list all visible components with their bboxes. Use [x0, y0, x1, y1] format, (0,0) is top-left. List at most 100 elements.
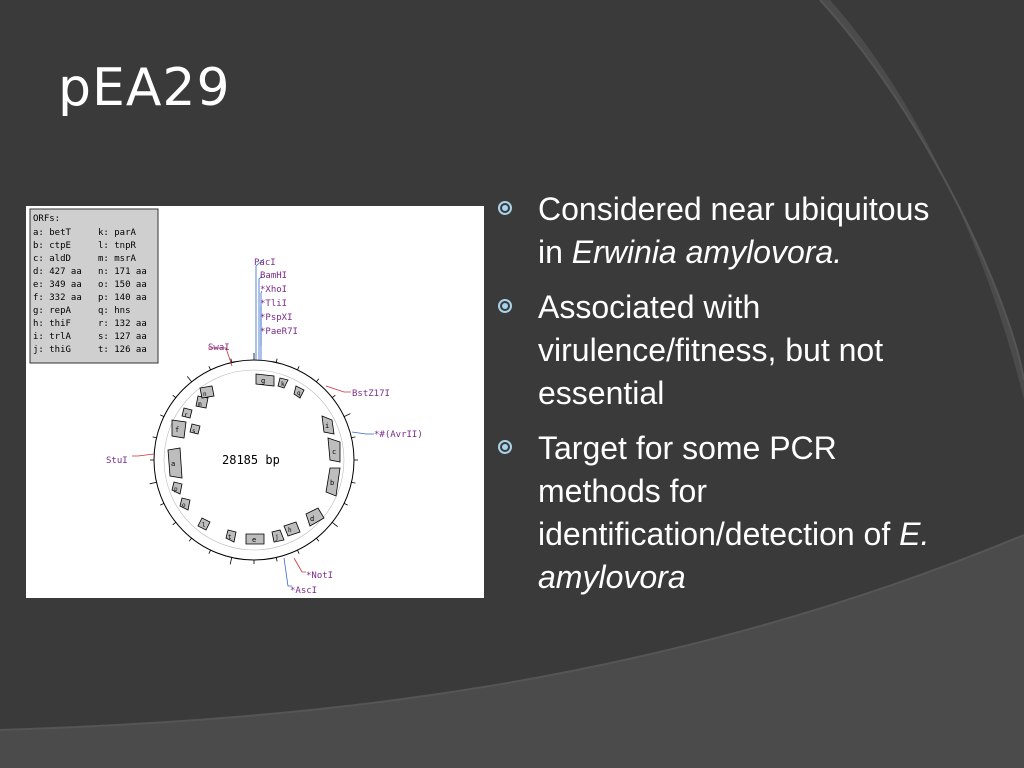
orf-legend-entry: l: tnpR: [98, 241, 137, 251]
orf-legend-entry: o: 150 aa: [98, 280, 147, 290]
scale-tick: [186, 376, 192, 383]
orf-legend-entry: j: thiG: [33, 345, 71, 355]
scale-tick: [331, 522, 338, 528]
circle-dot-bullet-icon: [498, 201, 512, 215]
svg-text:f: f: [175, 426, 179, 434]
svg-text:k: k: [281, 381, 285, 388]
orf-legend-entry: t: 126 aa: [98, 345, 147, 355]
site-label-stui: StuI: [106, 456, 128, 466]
scale-tick: [208, 366, 211, 371]
orf-legend-entry: h: thiF: [33, 319, 71, 329]
svg-text:h: h: [288, 527, 292, 534]
scale-tick: [172, 522, 177, 526]
scale-tick: [229, 557, 233, 565]
orf-j: j: [271, 529, 285, 543]
svg-text:l: l: [202, 522, 206, 529]
orf-legend-entry: r: 132 aa: [98, 319, 147, 329]
orf-d: d: [305, 507, 325, 527]
plasmid-map-svg: ORFs: a: betT b: ctpE c: aldD d: 427 aa e: 3…: [29, 208, 423, 596]
orf-b: b: [325, 467, 341, 497]
circle-dot-bullet-icon: [498, 440, 512, 454]
orf-f: f: [171, 419, 187, 439]
site-label-bstz17i: BstZ17I: [352, 389, 390, 399]
orf-h: h: [283, 521, 301, 537]
orf-e: e: [245, 533, 265, 545]
orf-legend-entry: e: 349 aa: [33, 280, 82, 290]
bullet-text-italic: E. amylovora: [538, 516, 930, 595]
site-label-xhoi: *XhoI: [260, 285, 287, 295]
scale-tick: [208, 549, 211, 554]
site-paci-cluster: PacI BamHI *XhoI *TliI *PspXI *PaeR7I: [254, 258, 298, 360]
scale-tick: [297, 366, 300, 371]
bullet-item: Considered near ubiquitous in Erwinia am…: [498, 188, 958, 274]
site-noti-asci: *NotI *AscI: [283, 557, 333, 596]
bullet-text: Associated with virulence/fitness, but n…: [538, 289, 884, 411]
scale-tick: [351, 481, 356, 484]
scale-tick: [275, 358, 278, 363]
orf-legend-entry: k: parA: [98, 228, 137, 238]
site-label-paci: PacI: [254, 258, 276, 268]
orf-g: g: [255, 373, 275, 387]
orf-legend-entry: m: msrA: [98, 254, 137, 264]
orf-legend-entry: d: 427 aa: [33, 267, 82, 277]
svg-text:j: j: [275, 534, 279, 541]
scale-tick: [275, 557, 278, 562]
slide-title: pEA29: [58, 58, 231, 118]
svg-text:d: d: [310, 515, 314, 523]
scale-tick: [160, 414, 165, 417]
scale-tick: [316, 378, 320, 383]
svg-text:r: r: [184, 412, 188, 419]
svg-text:s: s: [192, 428, 196, 435]
scale-tick: [316, 537, 320, 542]
orf-legend-entry: c: aldD: [33, 254, 71, 264]
bullet-item: Associated with virulence/fitness, but n…: [498, 286, 958, 415]
scale-tick: [297, 549, 300, 554]
orf-o: o: [179, 497, 191, 511]
site-label-noti: *NotI: [306, 571, 333, 581]
site-label-avrii: *#(AvrII): [374, 430, 423, 440]
scale-tick: [351, 436, 356, 439]
plasmid-inner-ring: [163, 369, 345, 551]
scale-tick: [172, 394, 177, 398]
orf-p: p: [171, 481, 183, 495]
scale-tick: [188, 537, 192, 542]
bullet-text: Considered near ubiquitous in: [538, 191, 930, 270]
site-label-bamhi: BamHI: [260, 271, 287, 281]
orf-legend-entry: a: betT: [33, 228, 72, 238]
svg-text:q: q: [297, 390, 301, 397]
orf-i: i: [321, 415, 335, 435]
scale-tick: [160, 503, 165, 506]
plasmid-map-figure: ORFs: a: betT b: ctpE c: aldD d: 427 aa e: 3…: [26, 206, 484, 598]
site-label-paer7i: *PaeR7I: [260, 327, 298, 337]
svg-text:m: m: [198, 401, 202, 408]
orf-r: r: [181, 407, 193, 419]
orf-legend-entry: b: ctpE: [33, 241, 71, 251]
svg-text:p: p: [174, 486, 178, 493]
site-stui: StuI: [106, 453, 155, 466]
orf-legend-title: ORFs:: [33, 214, 60, 224]
orf-legend-entry: q: hns: [98, 306, 131, 316]
orf-t: t: [225, 529, 237, 543]
site-swai: SwaI: [208, 343, 233, 367]
orf-features: g k q i c b d h j e t l o p a f s r m n: [167, 373, 341, 545]
svg-text:b: b: [330, 479, 334, 487]
circle-dot-bullet-icon: [498, 299, 512, 313]
bullet-text-italic: Erwinia amylovora.: [571, 234, 843, 270]
site-label-pspxi: *PspXI: [260, 313, 293, 323]
orf-a: a: [167, 447, 183, 479]
site-bstz17i: BstZ17I: [325, 385, 390, 399]
svg-text:c: c: [332, 448, 336, 456]
orf-l: l: [197, 517, 211, 531]
svg-text:e: e: [252, 536, 256, 544]
svg-text:g: g: [261, 377, 265, 385]
orf-c: c: [327, 437, 341, 463]
orf-legend: ORFs: a: betT b: ctpE c: aldD d: 427 aa e: 3…: [29, 208, 159, 364]
orf-s: s: [189, 423, 201, 435]
svg-text:a: a: [171, 460, 175, 468]
scale-tick: [230, 358, 233, 363]
orf-q: q: [293, 385, 305, 399]
orf-n: n: [199, 385, 215, 399]
